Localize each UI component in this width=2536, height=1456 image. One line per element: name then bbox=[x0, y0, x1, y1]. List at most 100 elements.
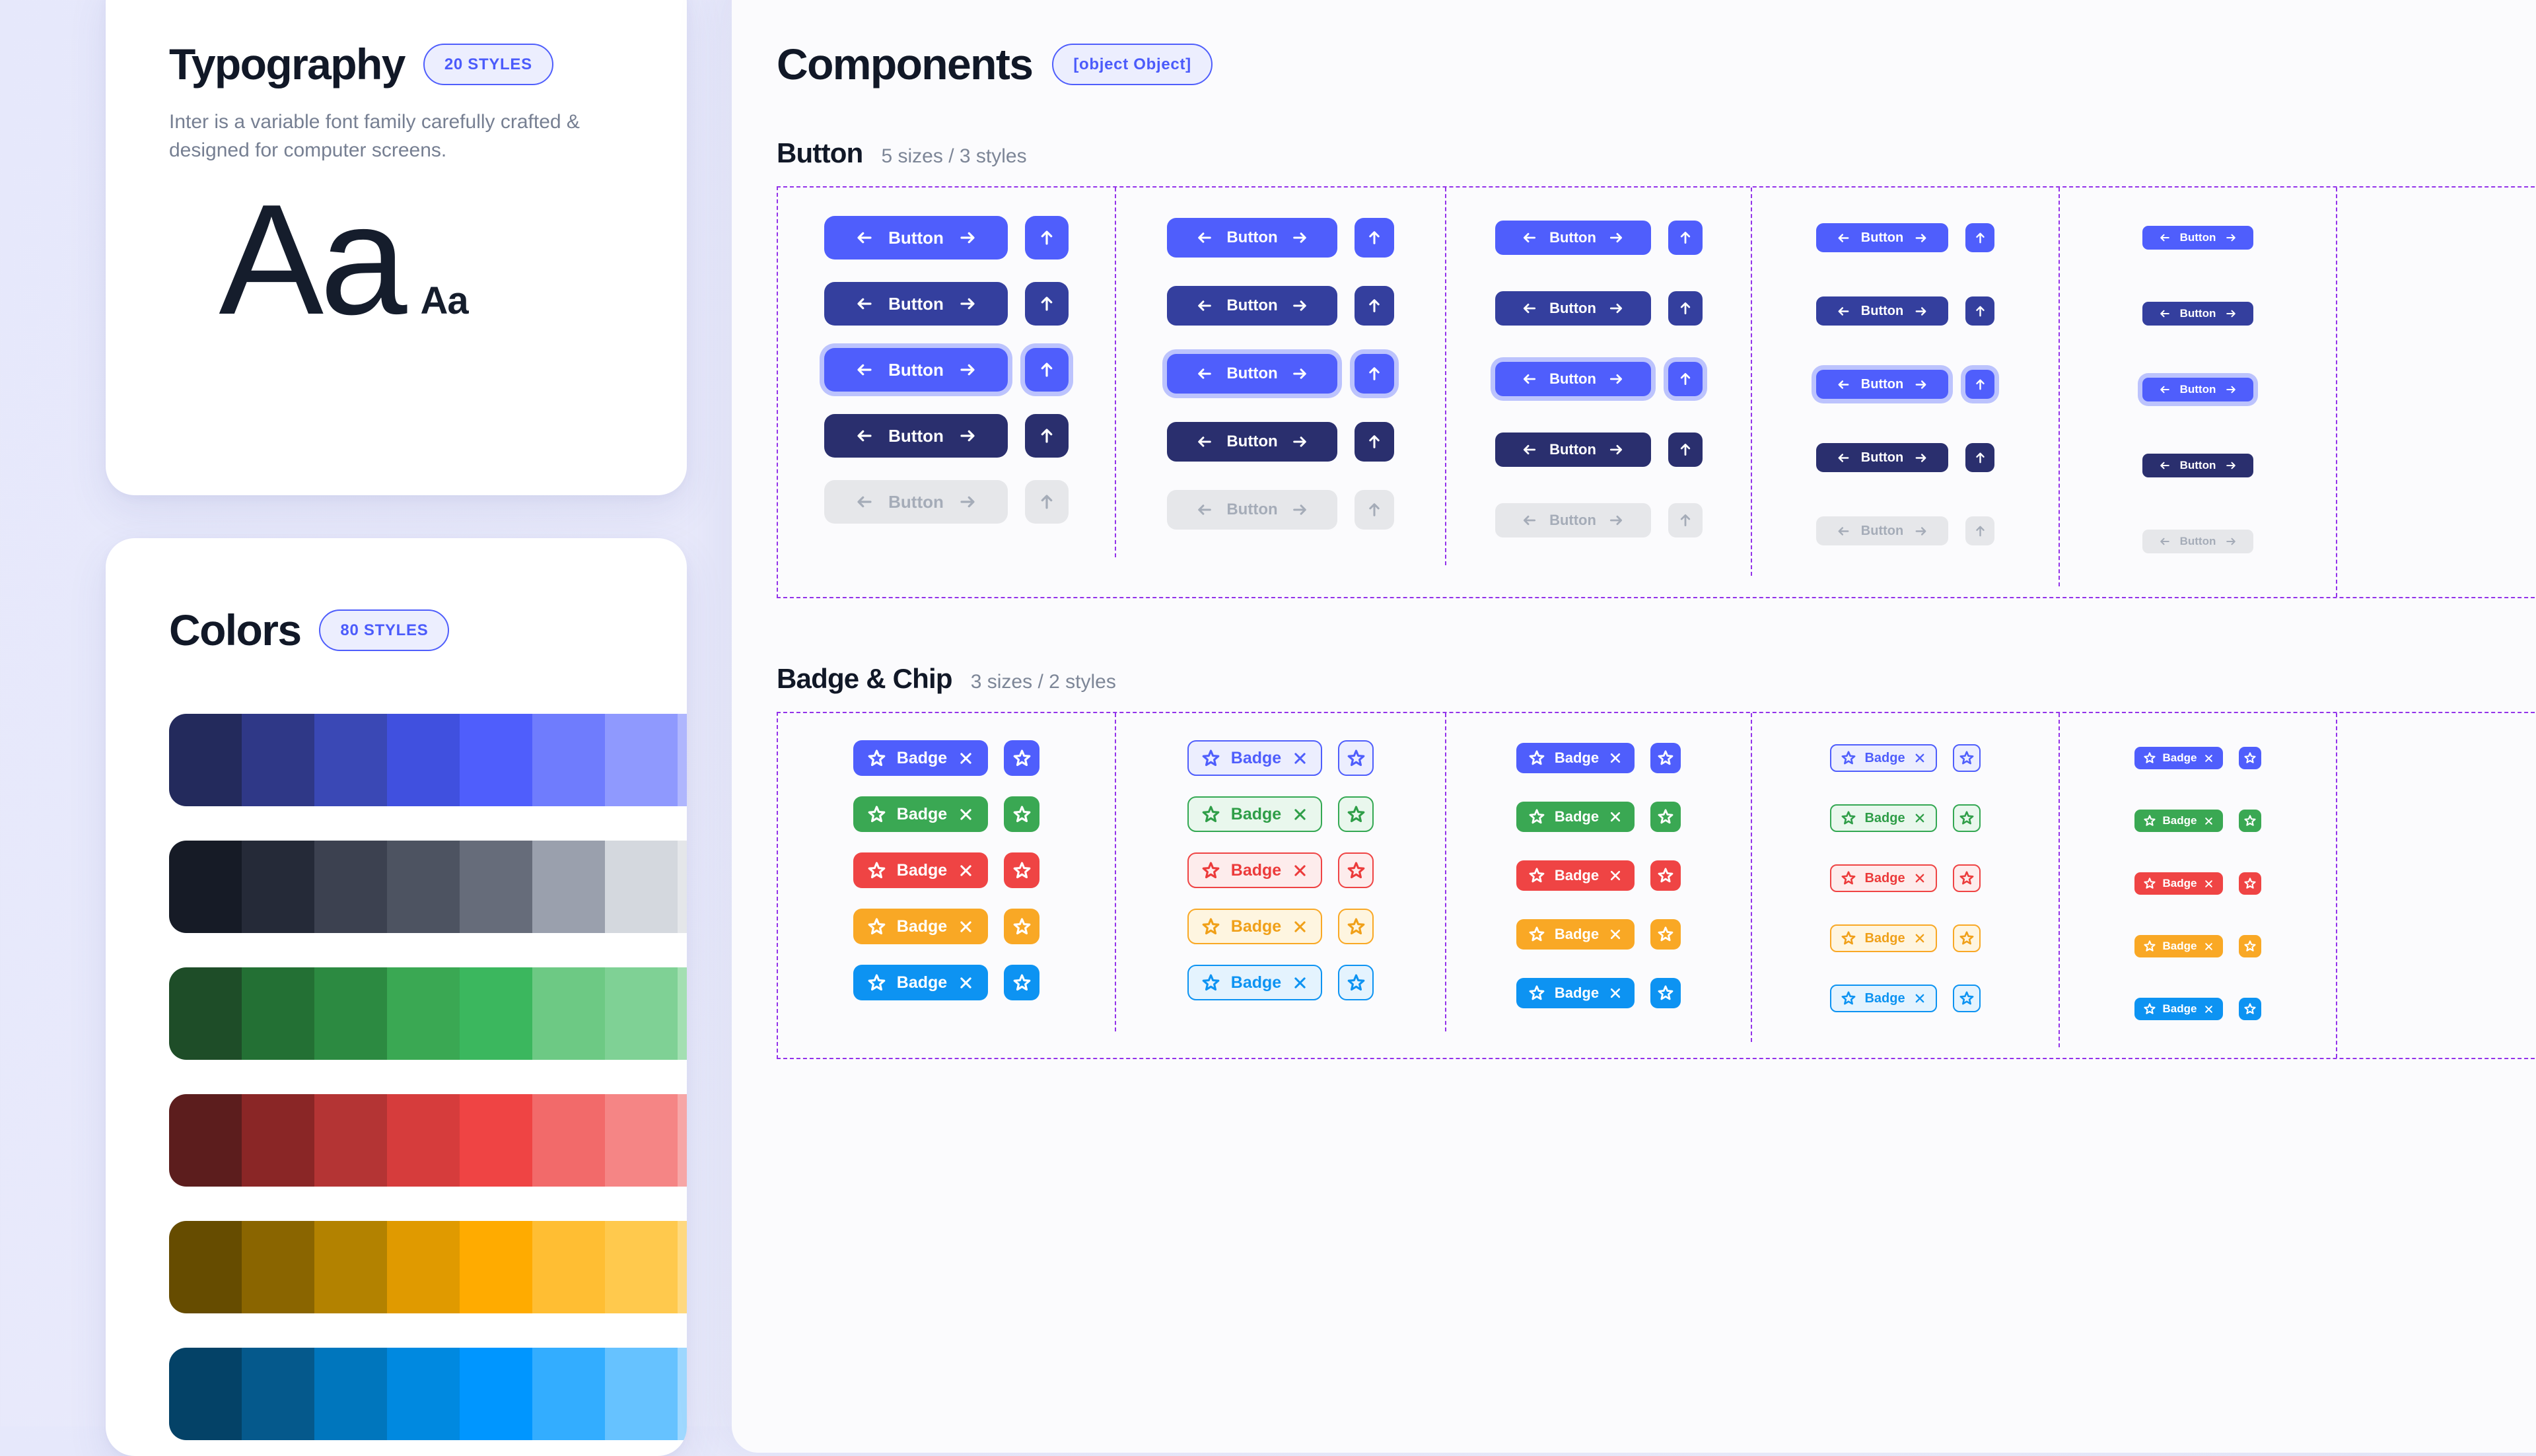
chip-amber-soft[interactable] bbox=[1952, 924, 1981, 952]
chip-red-soft[interactable] bbox=[1338, 852, 1374, 888]
color-swatch[interactable] bbox=[532, 841, 605, 933]
icon-button-focused-xl[interactable] bbox=[1025, 348, 1069, 392]
close-icon[interactable] bbox=[958, 919, 973, 934]
close-icon[interactable] bbox=[1609, 810, 1622, 823]
color-swatch[interactable] bbox=[678, 714, 687, 806]
close-icon[interactable] bbox=[958, 863, 973, 878]
color-swatch[interactable] bbox=[460, 1094, 532, 1187]
color-swatch[interactable] bbox=[532, 1221, 605, 1313]
color-swatch[interactable] bbox=[532, 714, 605, 806]
color-swatch[interactable] bbox=[169, 1221, 242, 1313]
color-swatch[interactable] bbox=[169, 1348, 242, 1440]
color-swatch[interactable] bbox=[387, 967, 460, 1060]
button-navy-sm[interactable]: Button bbox=[1816, 443, 1948, 472]
chip-indigo-soft[interactable] bbox=[1338, 740, 1374, 776]
icon-button-default-xl[interactable] bbox=[1025, 216, 1069, 260]
badge-blue-solid[interactable]: Badge bbox=[1516, 978, 1635, 1008]
button-default-md[interactable]: Button bbox=[1495, 221, 1651, 255]
badge-blue-solid[interactable]: Badge bbox=[853, 965, 989, 1000]
icon-button-navy-sm[interactable] bbox=[1965, 443, 1994, 472]
color-swatch[interactable] bbox=[532, 1094, 605, 1187]
icon-button-dark-lg[interactable] bbox=[1355, 286, 1394, 326]
auto-layout-badge[interactable]: [object Object] bbox=[1052, 43, 1213, 85]
color-swatch[interactable] bbox=[532, 1348, 605, 1440]
badge-green-solid[interactable]: Badge bbox=[2134, 810, 2224, 832]
color-swatch[interactable] bbox=[242, 967, 314, 1060]
color-swatch[interactable] bbox=[678, 1221, 687, 1313]
color-swatch[interactable] bbox=[605, 841, 678, 933]
button-dark-sm[interactable]: Button bbox=[1816, 296, 1948, 326]
close-icon[interactable] bbox=[1292, 863, 1308, 878]
chip-amber-solid[interactable] bbox=[1004, 909, 1040, 944]
button-default-xs[interactable]: Button bbox=[2142, 226, 2253, 250]
color-swatch[interactable] bbox=[678, 967, 687, 1060]
badge-red-solid[interactable]: Badge bbox=[1516, 860, 1635, 891]
button-dark-xs[interactable]: Button bbox=[2142, 302, 2253, 326]
badge-green-soft[interactable]: Badge bbox=[1830, 804, 1937, 832]
badge-blue-soft[interactable]: Badge bbox=[1187, 965, 1323, 1000]
icon-button-dark-sm[interactable] bbox=[1965, 296, 1994, 326]
chip-blue-solid[interactable] bbox=[1650, 978, 1681, 1008]
color-swatch[interactable] bbox=[169, 1094, 242, 1187]
color-swatch[interactable] bbox=[387, 714, 460, 806]
chip-amber-solid[interactable] bbox=[2239, 935, 2262, 957]
close-icon[interactable] bbox=[958, 751, 973, 766]
badge-indigo-solid[interactable]: Badge bbox=[1516, 743, 1635, 773]
color-swatch[interactable] bbox=[169, 714, 242, 806]
chip-green-solid[interactable] bbox=[1650, 802, 1681, 832]
chip-red-solid[interactable] bbox=[1650, 860, 1681, 891]
button-focused-xs[interactable]: Button bbox=[2142, 378, 2253, 401]
icon-button-navy-lg[interactable] bbox=[1355, 422, 1394, 462]
badge-red-soft[interactable]: Badge bbox=[1830, 864, 1937, 892]
badge-green-solid[interactable]: Badge bbox=[853, 796, 989, 832]
color-swatch[interactable] bbox=[169, 967, 242, 1060]
icon-button-default-lg[interactable] bbox=[1355, 218, 1394, 258]
icon-button-dark-xl[interactable] bbox=[1025, 282, 1069, 326]
chip-red-soft[interactable] bbox=[1952, 864, 1981, 892]
badge-blue-solid[interactable]: Badge bbox=[2134, 998, 2224, 1020]
button-navy-xl[interactable]: Button bbox=[824, 414, 1008, 458]
color-swatch[interactable] bbox=[314, 714, 387, 806]
color-swatch[interactable] bbox=[605, 1221, 678, 1313]
button-navy-md[interactable]: Button bbox=[1495, 433, 1651, 467]
badge-indigo-soft[interactable]: Badge bbox=[1830, 744, 1937, 772]
chip-green-soft[interactable] bbox=[1952, 804, 1981, 832]
close-icon[interactable] bbox=[2204, 1004, 2214, 1014]
color-swatch[interactable] bbox=[242, 1348, 314, 1440]
color-swatch[interactable] bbox=[605, 967, 678, 1060]
badge-indigo-solid[interactable]: Badge bbox=[2134, 747, 2224, 769]
badge-amber-soft[interactable]: Badge bbox=[1830, 924, 1937, 952]
color-swatch[interactable] bbox=[242, 1221, 314, 1313]
close-icon[interactable] bbox=[1292, 751, 1308, 766]
badge-red-soft[interactable]: Badge bbox=[1187, 852, 1323, 888]
badge-blue-soft[interactable]: Badge bbox=[1830, 985, 1937, 1012]
color-swatch[interactable] bbox=[242, 714, 314, 806]
icon-button-focused-md[interactable] bbox=[1668, 362, 1703, 396]
color-swatch[interactable] bbox=[460, 1348, 532, 1440]
chip-blue-solid[interactable] bbox=[1004, 965, 1040, 1000]
icon-button-default-md[interactable] bbox=[1668, 221, 1703, 255]
button-dark-xl[interactable]: Button bbox=[824, 282, 1008, 326]
color-swatch[interactable] bbox=[605, 1094, 678, 1187]
badge-amber-solid[interactable]: Badge bbox=[1516, 919, 1635, 950]
button-navy-lg[interactable]: Button bbox=[1167, 422, 1337, 462]
close-icon[interactable] bbox=[958, 975, 973, 990]
close-icon[interactable] bbox=[1292, 975, 1308, 990]
chip-indigo-solid[interactable] bbox=[1650, 743, 1681, 773]
close-icon[interactable] bbox=[1914, 992, 1926, 1004]
color-swatch[interactable] bbox=[314, 967, 387, 1060]
badge-amber-soft[interactable]: Badge bbox=[1187, 909, 1323, 944]
close-icon[interactable] bbox=[1609, 869, 1622, 882]
badge-red-solid[interactable]: Badge bbox=[853, 852, 989, 888]
color-swatch[interactable] bbox=[460, 714, 532, 806]
close-icon[interactable] bbox=[1914, 812, 1926, 824]
button-default-xl[interactable]: Button bbox=[824, 216, 1008, 260]
color-swatch[interactable] bbox=[314, 1348, 387, 1440]
icon-button-focused-lg[interactable] bbox=[1355, 354, 1394, 394]
badge-indigo-soft[interactable]: Badge bbox=[1187, 740, 1323, 776]
color-swatch[interactable] bbox=[532, 967, 605, 1060]
badge-green-solid[interactable]: Badge bbox=[1516, 802, 1635, 832]
chip-green-solid[interactable] bbox=[2239, 810, 2262, 832]
badge-indigo-solid[interactable]: Badge bbox=[853, 740, 989, 776]
color-swatch[interactable] bbox=[387, 841, 460, 933]
